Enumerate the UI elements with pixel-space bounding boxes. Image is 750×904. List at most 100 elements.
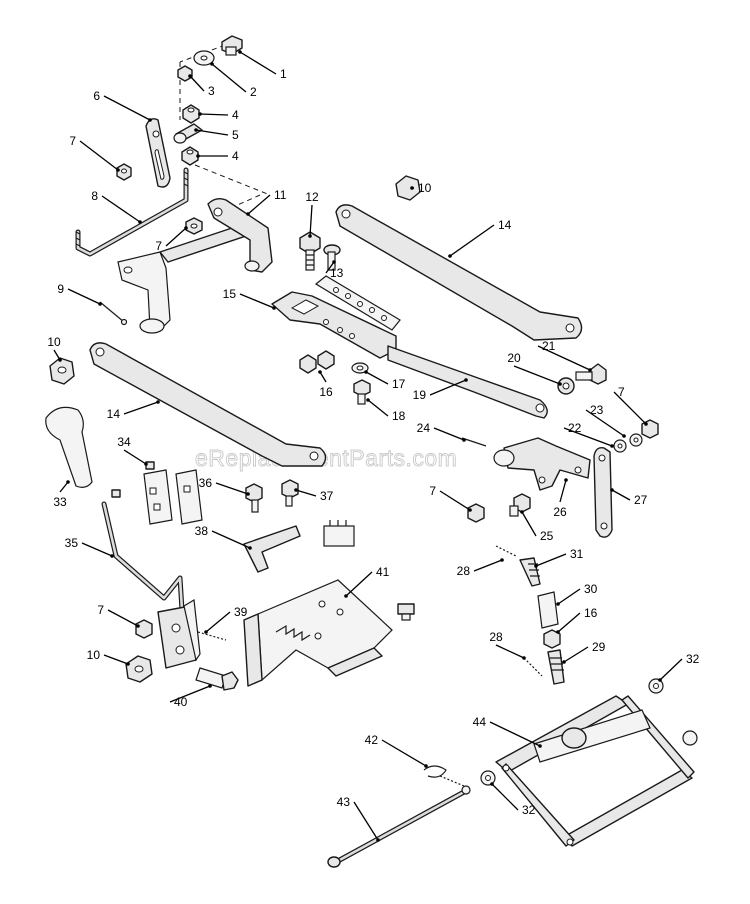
- part-33-knob[interactable]: [45, 406, 93, 488]
- callout-number-7[interactable]: 7: [618, 385, 625, 399]
- part-35-shift-lever[interactable]: [101, 501, 185, 613]
- part-29-threaded-rod[interactable]: [547, 649, 565, 685]
- callout-number-6[interactable]: 6: [93, 89, 100, 103]
- part-5-swivel[interactable]: [173, 123, 203, 144]
- switch-bracket-left[interactable]: [143, 469, 173, 525]
- part-31-rod-end[interactable]: [519, 557, 541, 587]
- callout-number-41[interactable]: 41: [376, 565, 390, 579]
- part-25-bolt[interactable]: [509, 493, 531, 517]
- part-28-pin-lower[interactable]: [523, 657, 543, 677]
- callout-number-1[interactable]: 1: [280, 67, 287, 81]
- callout-number-40[interactable]: 40: [174, 695, 188, 709]
- callout-number-5[interactable]: 5: [232, 128, 239, 142]
- callout-number-28[interactable]: 28: [489, 630, 503, 644]
- callout-number-32[interactable]: 32: [686, 652, 700, 666]
- callout-number-24[interactable]: 24: [417, 421, 431, 435]
- part-16-nuts[interactable]: [299, 350, 335, 374]
- part-23-washer[interactable]: [629, 433, 643, 447]
- callout-number-34[interactable]: 34: [117, 435, 131, 449]
- part-15-lift-strap[interactable]: [271, 291, 397, 359]
- part-10-nut-left[interactable]: [49, 357, 75, 385]
- callout-number-10[interactable]: 10: [47, 335, 61, 349]
- part-7-nut-a[interactable]: [116, 163, 132, 181]
- callout-number-37[interactable]: 37: [320, 489, 334, 503]
- callout-number-14[interactable]: 14: [498, 218, 512, 232]
- callout-number-22[interactable]: 22: [568, 421, 582, 435]
- callout-number-14[interactable]: 14: [107, 407, 121, 421]
- callout-number-39[interactable]: 39: [234, 605, 248, 619]
- part-36-bolt[interactable]: [245, 483, 263, 513]
- callout-number-43[interactable]: 43: [337, 795, 351, 809]
- callout-number-35[interactable]: 35: [65, 536, 79, 550]
- part-20-bushing[interactable]: [557, 377, 575, 395]
- callout-number-25[interactable]: 25: [540, 529, 554, 543]
- callout-number-36[interactable]: 36: [199, 476, 213, 490]
- part-19-lift-link[interactable]: [387, 345, 548, 419]
- part-7-nut-b[interactable]: [185, 217, 203, 235]
- callout-number-20[interactable]: 20: [507, 351, 521, 365]
- part-11-rockshaft[interactable]: [117, 197, 273, 334]
- part-8-rod[interactable]: [75, 167, 189, 257]
- part-30-coupler[interactable]: [537, 591, 559, 629]
- callout-number-13[interactable]: 13: [330, 266, 344, 280]
- part-18-bolt[interactable]: [353, 379, 371, 405]
- callout-number-10[interactable]: 10: [87, 648, 101, 662]
- part-10-nut-top[interactable]: [395, 175, 421, 201]
- callout-number-11[interactable]: 11: [274, 188, 287, 202]
- part-24-pin[interactable]: [461, 437, 487, 447]
- part-4-nut-upper[interactable]: [182, 104, 200, 124]
- callout-number-29[interactable]: 29: [592, 640, 606, 654]
- part-6-link[interactable]: [145, 118, 171, 188]
- part-16-nut-middle[interactable]: [543, 629, 561, 649]
- switch-body[interactable]: [323, 520, 355, 547]
- part-10-nut-lower-left[interactable]: [125, 655, 153, 683]
- adjustment-plate[interactable]: [314, 275, 401, 339]
- part-4-nut-lower[interactable]: [181, 146, 199, 166]
- part-2-washer[interactable]: [193, 50, 215, 66]
- part-32-washer-lower[interactable]: [480, 770, 496, 786]
- callout-number-19[interactable]: 19: [413, 388, 427, 402]
- callout-number-18[interactable]: 18: [392, 409, 406, 423]
- switch-bracket-right[interactable]: [175, 469, 203, 525]
- part-1-bolt[interactable]: [221, 35, 243, 56]
- callout-number-23[interactable]: 23: [590, 403, 604, 417]
- part-37-bolt[interactable]: [281, 479, 299, 507]
- callout-number-7[interactable]: 7: [429, 484, 436, 498]
- lever-pivot-block[interactable]: [157, 599, 201, 669]
- part-39-pin[interactable]: [197, 631, 227, 641]
- part-40-bolt[interactable]: [195, 667, 239, 691]
- part-38-bracket[interactable]: [243, 525, 301, 573]
- part-9-cotter-pin[interactable]: [99, 301, 128, 326]
- part-44-frame[interactable]: [495, 695, 698, 847]
- callout-number-16[interactable]: 16: [584, 606, 598, 620]
- callout-number-4[interactable]: 4: [232, 108, 239, 122]
- part-3-nut[interactable]: [177, 65, 193, 82]
- callout-number-38[interactable]: 38: [195, 524, 209, 538]
- part-7-nut-e[interactable]: [135, 619, 153, 639]
- callout-number-12[interactable]: 12: [305, 190, 319, 204]
- callout-number-8[interactable]: 8: [91, 189, 98, 203]
- callout-number-33[interactable]: 33: [53, 495, 67, 509]
- callout-number-15[interactable]: 15: [223, 287, 237, 301]
- part-41-shift-plate[interactable]: [243, 579, 393, 687]
- callout-number-3[interactable]: 3: [208, 84, 215, 98]
- callout-number-17[interactable]: 17: [392, 377, 406, 391]
- callout-number-21[interactable]: 21: [542, 339, 556, 353]
- part-43-rod[interactable]: [327, 785, 471, 868]
- part-28-pin-upper[interactable]: [495, 545, 517, 557]
- part-32-washer-upper[interactable]: [648, 678, 664, 694]
- callout-number-31[interactable]: 31: [570, 547, 584, 561]
- part-14-lift-arm-upper[interactable]: [335, 204, 583, 341]
- callout-number-7[interactable]: 7: [97, 603, 104, 617]
- callout-number-27[interactable]: 27: [634, 493, 648, 507]
- callout-number-44[interactable]: 44: [473, 715, 487, 729]
- callout-number-16[interactable]: 16: [319, 385, 333, 399]
- callout-number-2[interactable]: 2: [250, 85, 257, 99]
- part-22-washer[interactable]: [613, 439, 627, 453]
- part-21-bolt[interactable]: [575, 363, 607, 385]
- callout-number-32[interactable]: 32: [522, 803, 536, 817]
- callout-number-9[interactable]: 9: [57, 282, 64, 296]
- callout-number-26[interactable]: 26: [553, 505, 567, 519]
- part-14-lift-arm-lower[interactable]: [89, 342, 327, 467]
- callout-number-7[interactable]: 7: [69, 134, 76, 148]
